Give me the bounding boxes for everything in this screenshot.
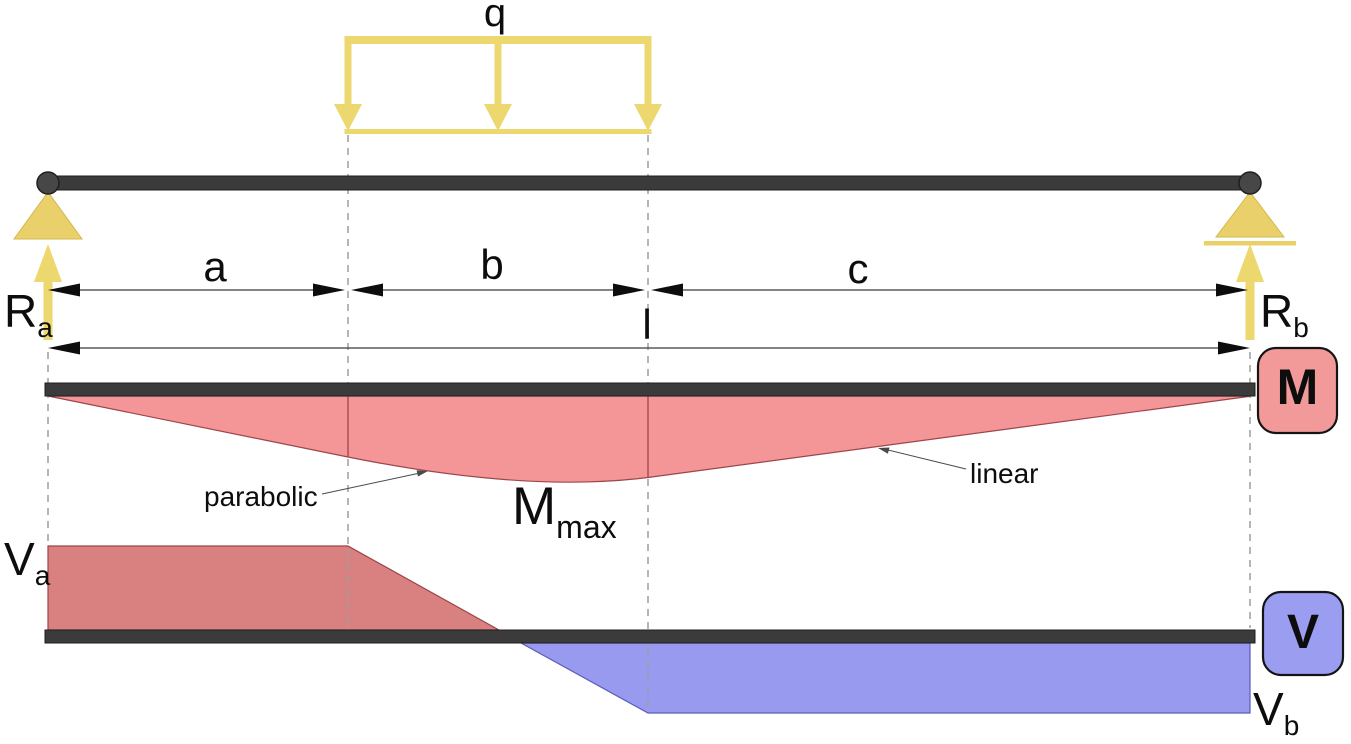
dim-a-head-right — [313, 283, 345, 297]
dimension-lines — [80, 289, 1218, 349]
dim-b-head-right — [613, 283, 645, 297]
shear-left-main: V — [4, 533, 35, 585]
load-bottom-line — [344, 129, 652, 134]
load-arrow-shaft-left — [344, 43, 352, 105]
shear-badge-label: V — [1286, 606, 1319, 659]
shear-right-sub: b — [1283, 710, 1300, 741]
load-arrow-shaft-right — [644, 43, 652, 105]
right-hinge-circle — [1238, 171, 1262, 195]
parabolic-leader-line — [321, 472, 421, 495]
reaction-right-label: Rb — [1260, 288, 1309, 342]
dim-b-head-left — [351, 283, 383, 297]
load-label: q — [483, 0, 507, 35]
pin-support-triangle — [13, 191, 83, 240]
dim-a-head-left — [48, 283, 80, 297]
beam-bar — [44, 175, 1256, 191]
moment-badge-label: M — [1276, 359, 1319, 415]
dim-l-label: l — [642, 301, 652, 348]
shear-axis-bar — [44, 629, 1256, 644]
dim-c-head-right — [1216, 283, 1248, 297]
roller-support-triangle — [1214, 191, 1286, 238]
moment-area — [47, 395, 1253, 483]
load-arrowhead-left — [334, 104, 362, 131]
load-arrow-shaft-mid — [494, 43, 502, 105]
linear-annotation: linear — [970, 458, 1039, 489]
load-top-bar — [344, 36, 652, 44]
reaction-left-main: R — [4, 285, 38, 337]
reaction-right-sub: b — [1293, 312, 1309, 343]
left-hinge-circle — [36, 171, 60, 195]
shear-negative-area — [520, 642, 1251, 714]
dimension-arrowheads — [48, 283, 1250, 355]
moment-max-label: Mmax — [512, 480, 617, 543]
shear-right-label: Vb — [1253, 686, 1299, 740]
dim-c-head-left — [651, 283, 683, 297]
load-arrowhead-right — [634, 104, 662, 131]
parabolic-annotation: parabolic — [204, 481, 318, 512]
reaction-right-head — [1236, 244, 1264, 282]
reaction-arrow-left — [34, 244, 62, 340]
dim-l-head-left — [48, 341, 80, 355]
dim-b-label: b — [480, 241, 504, 288]
parabolic-leader-head — [416, 470, 428, 477]
shear-positive-area — [47, 545, 502, 631]
distributed-load — [334, 36, 662, 134]
linear-leader-line — [887, 449, 967, 470]
reaction-left-shaft — [43, 280, 53, 340]
reaction-right-shaft — [1245, 280, 1255, 340]
dim-l-head-right — [1218, 341, 1250, 355]
annotation-leaders — [321, 449, 967, 495]
reaction-left-label: Ra — [4, 288, 53, 342]
dim-c-label: c — [847, 245, 869, 292]
roller-support-line — [1204, 241, 1296, 246]
reaction-left-head — [34, 244, 62, 282]
shear-left-sub: a — [34, 560, 51, 591]
reaction-arrow-right — [1236, 244, 1264, 340]
load-arrowhead-mid — [484, 104, 512, 131]
moment-badge — [1256, 346, 1339, 435]
moment-axis-bar — [44, 382, 1256, 397]
shear-badge — [1261, 590, 1345, 677]
shear-right-main: V — [1253, 683, 1284, 735]
reaction-right-main: R — [1260, 285, 1294, 337]
reaction-left-sub: a — [37, 312, 53, 343]
shear-left-label: Va — [4, 536, 50, 590]
moment-max-sub: max — [556, 509, 617, 545]
linear-leader-head — [878, 447, 890, 454]
moment-max-main: M — [512, 477, 557, 536]
dim-a-label: a — [203, 243, 227, 290]
